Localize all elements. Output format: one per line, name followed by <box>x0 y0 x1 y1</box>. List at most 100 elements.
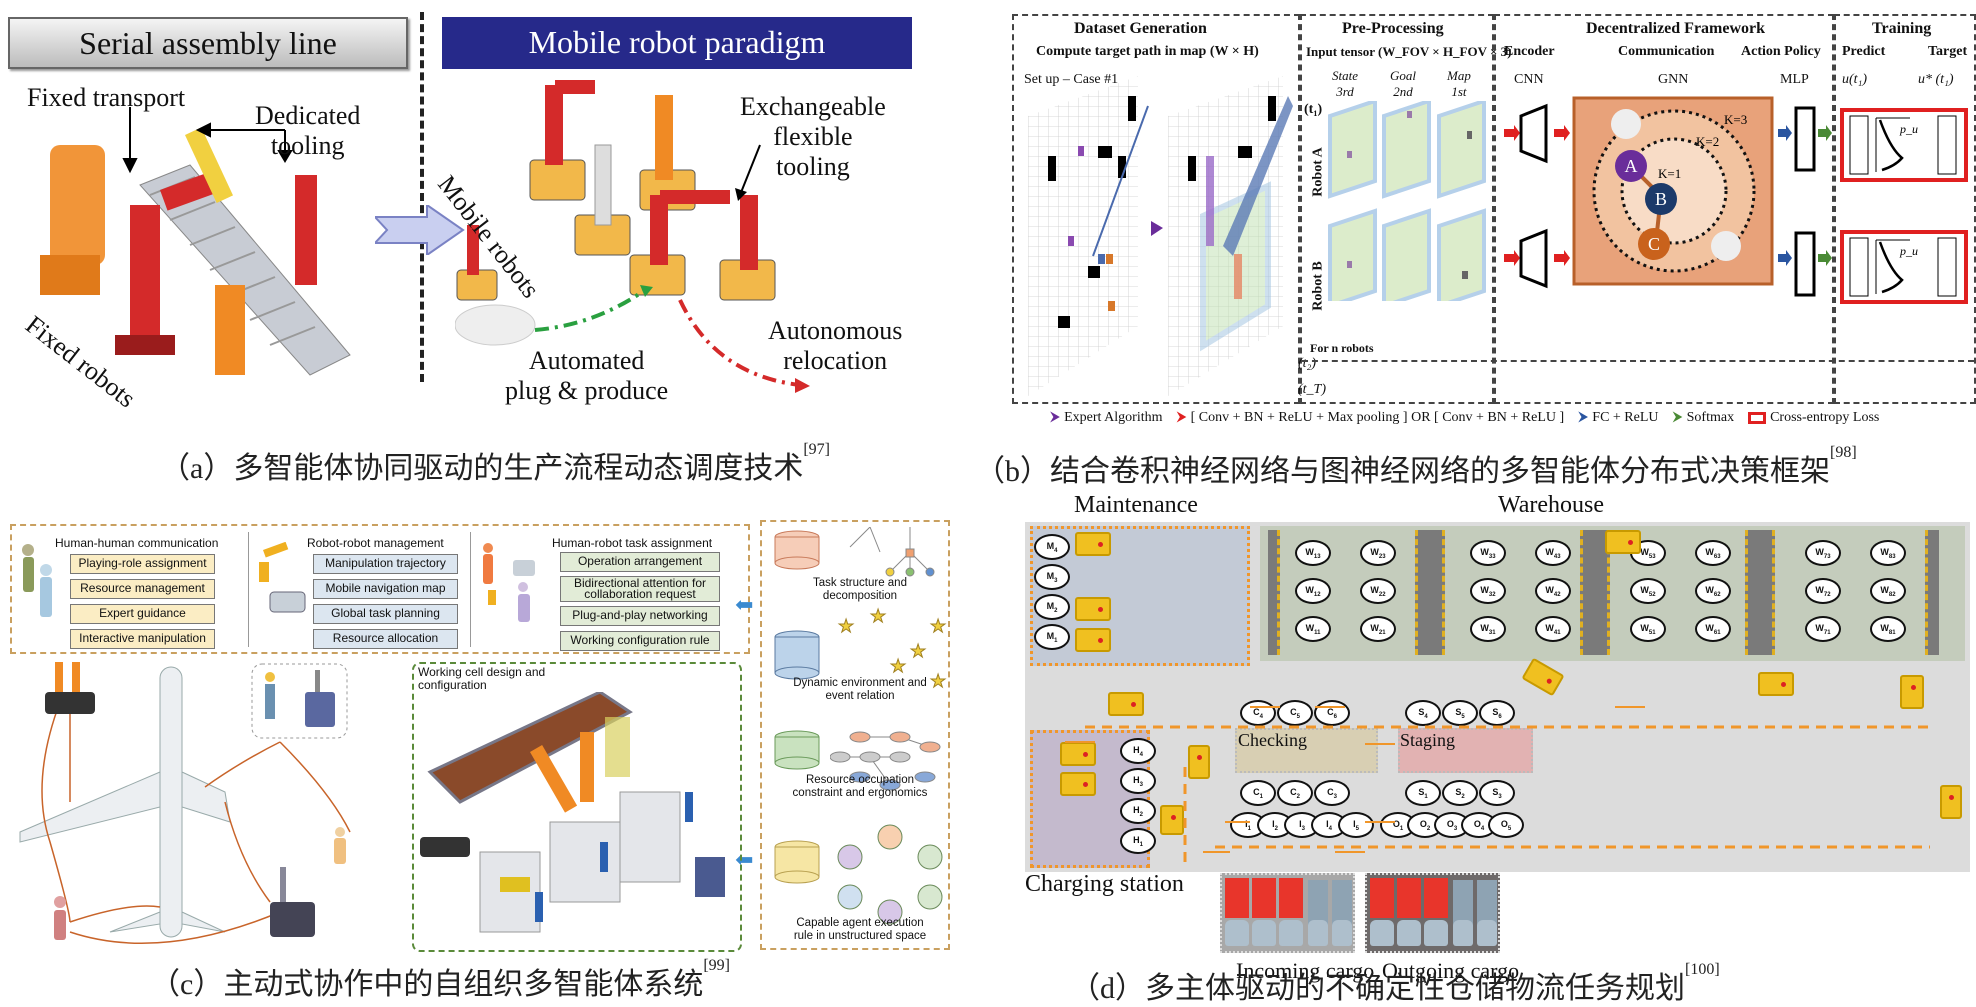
truck-grey-icon <box>1308 880 1328 926</box>
fixture-frame-icon <box>427 692 633 804</box>
predict-label: Predict <box>1842 44 1886 59</box>
truck-red-icon <box>1252 878 1276 918</box>
station-node: W31 <box>1470 616 1506 642</box>
t1-label: (t₁) <box>1304 102 1323 117</box>
item-interactive-manipulation: Interactive manipulation <box>70 629 215 649</box>
group-robot-robot-title: Robot-robot management <box>307 536 444 550</box>
caption-b-ref: [98] <box>1830 444 1857 461</box>
truck-red-icon <box>1424 878 1448 918</box>
station-node: C2 <box>1277 780 1313 806</box>
station-node: W42 <box>1535 578 1571 604</box>
label-fixed-transport: Fixed transport <box>27 83 186 112</box>
preprocessing-subtitle: Input tensor (W_FOV × H_FOV × 3) <box>1306 44 1512 59</box>
database-icon-resource <box>774 730 820 770</box>
station-node: H4 <box>1120 738 1156 764</box>
cross-entropy-box-a: p_u <box>1840 108 1968 182</box>
gnn-node-a <box>1615 150 1647 182</box>
label-dedicated-tooling: Dedicated tooling <box>255 101 361 160</box>
task-tree-icon <box>849 527 935 577</box>
tooling-arrow <box>739 144 761 196</box>
rack-aisle-1 <box>1268 530 1280 655</box>
truck-red-icon <box>1225 878 1249 918</box>
station-node: M1 <box>1034 624 1070 650</box>
cnn-encoder-icon <box>1519 103 1548 289</box>
industrial-robot-icon <box>580 732 594 802</box>
robot-b-label: Robot B <box>1310 261 1326 311</box>
item-bidirectional-attention: Bidirectional attention for collaboratio… <box>560 576 720 602</box>
caption-d-ref: [100] <box>1685 961 1720 978</box>
serial-line-illustration <box>40 107 351 376</box>
checking-zone <box>1235 728 1378 773</box>
station-node: W32 <box>1470 578 1506 604</box>
station-node: W62 <box>1695 578 1731 604</box>
knowledge-task-structure: Task structure and decomposition <box>813 577 907 602</box>
airplane-collaboration-illustration <box>19 662 351 944</box>
agv-icon <box>1060 772 1096 796</box>
panel-a: Serial assembly line Mobile robot paradi… <box>0 0 990 500</box>
group-human-human-title: Human-human communication <box>55 536 219 550</box>
mlp-block-a <box>1794 106 1816 172</box>
knowledge-frame <box>760 520 950 950</box>
agent-groups-frame <box>10 524 750 654</box>
station-node: C3 <box>1314 780 1350 806</box>
panel-b: Dataset Generation Compute target path i… <box>1012 14 1976 425</box>
section-dataset-generation: Dataset Generation Compute target path i… <box>1012 14 1300 404</box>
truck-cab-icon <box>1332 920 1352 946</box>
station-node: W71 <box>1805 616 1841 642</box>
zone-label-checking: Checking <box>1238 730 1307 750</box>
station-node: W23 <box>1360 540 1396 566</box>
input-tensors <box>1328 101 1486 301</box>
station-node: O5 <box>1488 812 1524 838</box>
fixed-robot-red-right-icon <box>295 175 317 285</box>
item-working-configuration: Working configuration rule <box>560 631 720 651</box>
mlp-block-b <box>1794 231 1816 297</box>
mobile-robot-red-center-icon <box>629 190 730 296</box>
training-title: Training <box>1872 20 1932 37</box>
station-node: S5 <box>1442 700 1478 726</box>
panel-c: Human-human communication Playing-role a… <box>0 512 960 1001</box>
panel-d: Maintenance Warehouse Checking Staging M… <box>1020 490 1976 983</box>
group-human-robot-title: Human-robot task assignment <box>552 536 713 550</box>
station-node: M3 <box>1034 564 1070 590</box>
blue-arrow-icon: ⮞ <box>1578 410 1589 425</box>
encoder-label: Encoder <box>1504 44 1555 59</box>
loss-boxes: p_u p_u <box>1840 108 1968 304</box>
panel-b-legend: ⮞Expert Algorithm ⮞[ Conv + BN + ReLU + … <box>1050 410 1879 426</box>
agv-robot-icon <box>270 867 315 937</box>
caption-c-text: （c）主动式协作中的自组织多智能体系统 <box>150 968 704 1001</box>
zone-label-staging: Staging <box>1400 730 1456 750</box>
target-label: Target <box>1928 44 1968 59</box>
rack-aisle-2 <box>1415 530 1445 655</box>
station-node: W73 <box>1805 540 1841 566</box>
database-icon-task <box>774 530 820 570</box>
hop-k1: K=1 <box>1658 166 1681 181</box>
grid-map-left <box>1028 76 1138 396</box>
gnn-node-b <box>1645 183 1677 215</box>
label-autonomous-relocation: Autonomous relocation <box>768 316 903 375</box>
item-mobile-navigation: Mobile navigation map <box>313 579 458 599</box>
cnn-label: CNN <box>1514 72 1544 87</box>
station-node: W22 <box>1360 578 1396 604</box>
item-plug-and-play: Plug-and-play networking <box>560 606 720 626</box>
zone-label-warehouse: Warehouse <box>1498 492 1605 518</box>
svg-text:★: ★ <box>870 606 886 627</box>
svg-text:★: ★ <box>930 671 946 692</box>
station-node: W72 <box>1805 578 1841 604</box>
obstacles <box>1048 96 1276 328</box>
station-node: W21 <box>1360 616 1396 642</box>
truck-cab-icon <box>1370 920 1394 946</box>
agv-icon <box>1188 745 1210 779</box>
group-divider-1 <box>248 532 249 647</box>
fixed-robot-orange-bottom-icon <box>215 285 245 375</box>
item-resource-allocation: Resource allocation <box>313 629 458 649</box>
working-cell-illustration <box>420 692 725 933</box>
station-node: W63 <box>1695 540 1731 566</box>
agv-icon <box>1758 672 1794 696</box>
station-node: C4 <box>1240 700 1276 726</box>
fixed-robot-red-icon <box>115 172 215 355</box>
gnn-node-c <box>1638 228 1670 260</box>
knowledge-capable-agent: Capable agent execution rule in unstruct… <box>793 917 927 942</box>
divider-dashed <box>420 12 424 382</box>
knowledge-dynamic-environment: Dynamic environment and event relation <box>793 677 927 702</box>
